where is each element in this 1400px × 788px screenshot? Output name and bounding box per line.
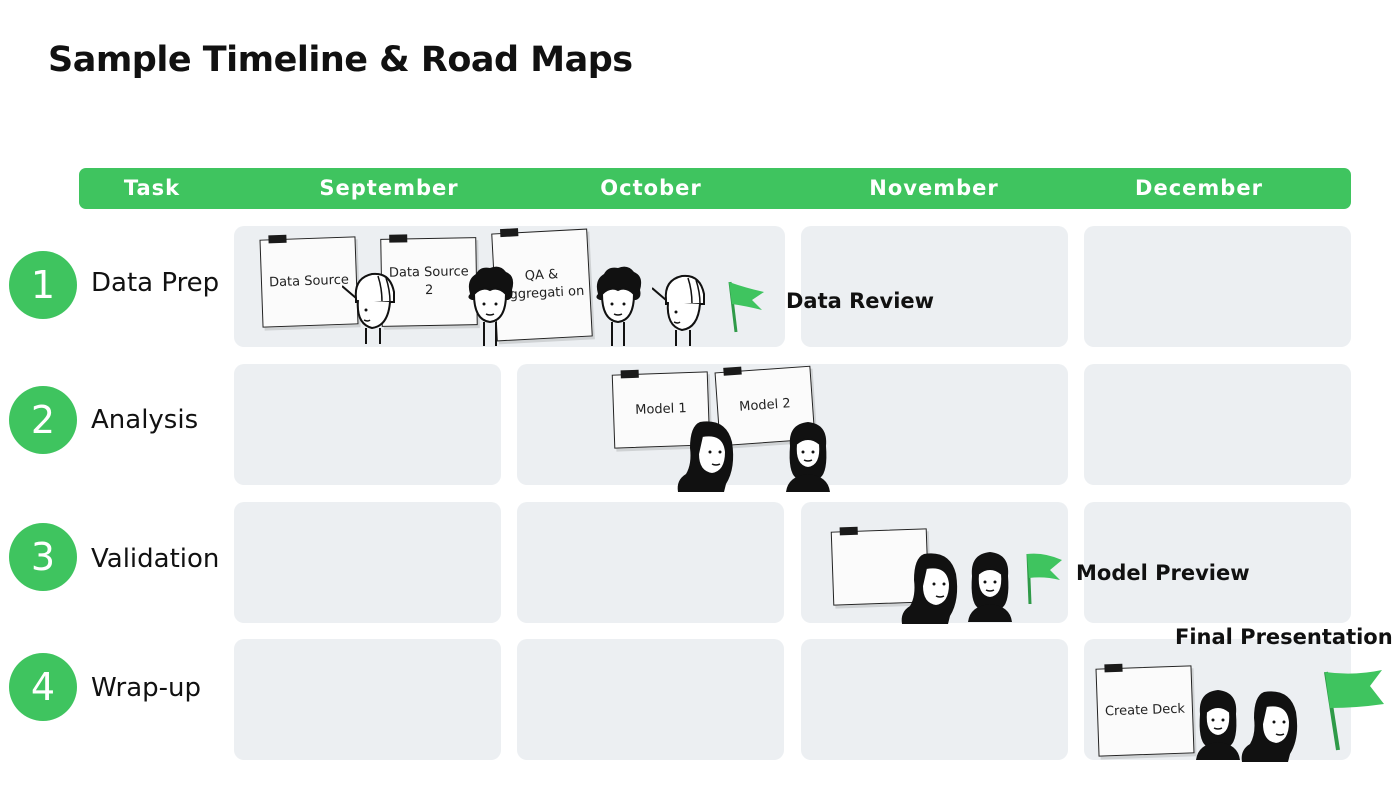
task-number-4: 4 [9, 653, 77, 721]
header-october: October [600, 176, 702, 200]
cell-validation-oct [517, 502, 784, 623]
tape-icon [723, 366, 742, 376]
person-bob-hair-icon [968, 552, 1012, 622]
task-label-data-prep: Data Prep [91, 268, 220, 298]
milestone-flag-icon [1324, 670, 1384, 751]
page-title: Sample Timeline & Road Maps [48, 40, 633, 80]
person-curly-hair-icon [596, 266, 642, 346]
tape-icon [839, 526, 858, 536]
milestone-final-presentation: Final Presentation [1175, 625, 1393, 649]
milestone-flag-icon [1026, 553, 1062, 605]
note-text: Model 2 [738, 396, 792, 415]
cell-data-prep-dec [1084, 226, 1351, 347]
timeline-header: Task September October November December [79, 168, 1351, 209]
tape-icon [389, 234, 408, 243]
cell-analysis-sep [234, 364, 501, 485]
note-text: Model 1 [635, 401, 687, 419]
tape-icon [268, 234, 287, 244]
person-bob-hair-icon [786, 422, 830, 492]
note-text: Data Source [268, 272, 350, 291]
cell-wrap-up-sep [234, 639, 501, 760]
cell-validation-dec [1084, 502, 1351, 623]
task-number-2: 2 [9, 386, 77, 454]
task-label-analysis: Analysis [91, 405, 199, 435]
person-long-hair-icon [901, 553, 958, 624]
note-text: Data Source 2 [388, 264, 469, 299]
header-task: Task [123, 176, 181, 200]
person-long-hair-icon [1241, 691, 1298, 762]
note-text: Create Deck [1104, 701, 1186, 720]
cell-data-prep-nov [801, 226, 1068, 347]
person-bob-hair-icon [1196, 690, 1240, 760]
person-cap-icon [342, 272, 395, 344]
cell-validation-sep [234, 502, 501, 623]
tape-icon [620, 369, 639, 379]
person-cap-icon [652, 274, 705, 346]
task-number-1: 1 [9, 251, 77, 319]
cell-analysis-dec [1084, 364, 1351, 485]
tape-icon [1104, 663, 1123, 673]
task-label-wrap-up: Wrap-up [91, 673, 202, 703]
milestone-flag-icon [728, 281, 764, 333]
tape-icon [500, 228, 519, 238]
milestone-model-preview: Model Preview [1076, 561, 1250, 585]
person-curly-hair-icon [468, 266, 514, 346]
cell-wrap-up-nov [801, 639, 1068, 760]
header-november: November [869, 176, 999, 200]
task-label-validation: Validation [91, 544, 220, 574]
sticky-note-create-deck: Create Deck [1095, 663, 1195, 757]
milestone-data-review: Data Review [786, 289, 935, 313]
person-long-hair-icon [677, 421, 734, 492]
task-number-3: 3 [9, 523, 77, 591]
header-december: December [1135, 176, 1263, 200]
cell-wrap-up-oct [517, 639, 784, 760]
header-september: September [319, 176, 459, 200]
